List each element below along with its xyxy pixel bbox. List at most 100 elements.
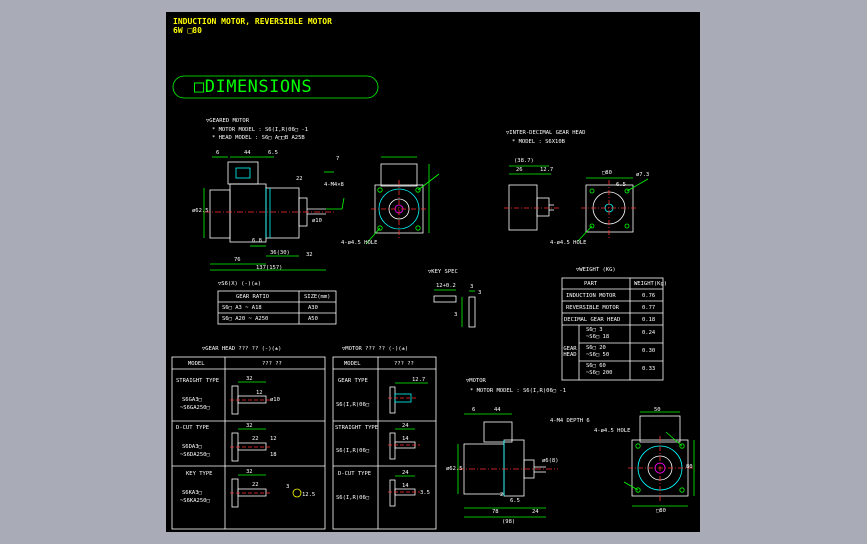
decimal-head-dim: 6.5 (616, 182, 626, 188)
gear-head-type-model: ~S6DA250□ (180, 452, 210, 458)
decimal-head-dim: 12.7 (540, 167, 554, 173)
weight-value: 0.77 (642, 305, 656, 311)
gear-ratio-table-grid (217, 290, 337, 325)
weight-value: 0.30 (642, 348, 656, 354)
motor-type-model: S6(I,R)06□ (336, 448, 370, 454)
weight-gear-model: S6□ 3 (586, 327, 603, 333)
gear-head-type-col-shape: ??? ?? (262, 361, 282, 367)
key-spec-dim: 3 (470, 284, 474, 290)
geared-motor-drawing (203, 156, 345, 271)
motor-side-view (457, 413, 558, 518)
weight-gear-model: ~S6□ 50 (586, 352, 610, 358)
motor-dim: ø62.5 (446, 466, 463, 472)
gear-head-type-dim: 12 (270, 436, 277, 442)
gear-size-col: SIZE(mm) (304, 294, 331, 300)
motor-type-dim: 14 (402, 483, 409, 489)
cad-drawing (171, 75, 695, 530)
motor-type-name: GEAR TYPE (338, 378, 368, 384)
weight-table-grid (561, 277, 664, 381)
motor-type-dim: 14 (402, 436, 409, 442)
weight-gear-model: S6□ 60 (586, 363, 606, 369)
weight-value: 0.76 (642, 293, 656, 299)
motor-type-dim: 3.5 (420, 490, 430, 496)
decimal-gear-head-drawing (504, 165, 649, 242)
gear-head-type-dim: 22 (252, 436, 259, 442)
geared-motor-dim: ø10 (312, 218, 322, 224)
motor-type-dim: 24 (402, 470, 409, 476)
gear-head-type-model: S6KA3□ (182, 490, 202, 496)
motor-dim: ø6(8) (542, 458, 559, 464)
gear-head-type-sketches (230, 381, 302, 508)
gear-head-type-table-grid (171, 356, 326, 530)
cad-drawing-sheet: INDUCTION MOTOR, REVERSIBLE MOTOR 6W □80… (166, 12, 700, 532)
motor-type-dim: 12.7 (412, 377, 426, 383)
header-line-1: INDUCTION MOTOR, REVERSIBLE MOTOR (173, 17, 332, 26)
gear-ratio-value: S6□ A3 ~ A18 (222, 305, 262, 311)
decimal-head-title: ▽INTER-DECIMAL GEAR HEAD (506, 130, 586, 136)
geared-motor-dim: 7 (336, 156, 340, 162)
weight-gear-head-label: GEAR HEAD (563, 346, 577, 358)
weight-title: ▽WEIGHT (KG) (576, 267, 616, 273)
gear-head-type-model: S6DA3□ (182, 444, 202, 450)
motor-dim: 50 (654, 407, 661, 413)
motor-type-dim: 24 (402, 423, 409, 429)
decimal-head-dim: ø7.3 (636, 172, 650, 178)
geared-motor-head-model: * HEAD MODEL : S6□ A□□B A25B (212, 135, 305, 141)
gear-head-type-model: S6GA3□ (182, 397, 202, 403)
gear-head-type-name: D-CUT TYPE (176, 425, 210, 431)
weight-value: 0.24 (642, 330, 656, 336)
decimal-head-model: * MODEL : S6X10B (512, 139, 565, 145)
gear-size-value: A50 (308, 316, 318, 322)
gear-head-type-dim: 32 (246, 469, 253, 475)
decimal-head-dim: (38.7) (514, 158, 534, 164)
motor-model: * MOTOR MODEL : S6(I,R)06□ -1 (470, 388, 567, 394)
gear-head-type-dim: 12 (256, 390, 263, 396)
geared-motor-dim: 6.8 (252, 238, 262, 244)
decimal-head-dim: 4-ø4.5 HOLE (550, 240, 587, 246)
gear-ratio-col: GEAR RATIO (236, 294, 270, 300)
gear-head-type-dim: 32 (246, 423, 253, 429)
key-spec-dim: 12+0.2 (436, 283, 456, 289)
motor-title: ▽MOTOR (466, 378, 486, 384)
geared-motor-dim: 6.5 (268, 150, 278, 156)
gear-head-type-dim: 32 (246, 376, 253, 382)
motor-type-name: STRAIGHT TYPE (335, 425, 379, 431)
motor-dim: 4-ø4.5 HOLE (594, 428, 631, 434)
geared-motor-dim: 6 (216, 150, 220, 156)
motor-dim: 6 (472, 407, 476, 413)
gear-head-type-col-model: MODEL (188, 361, 205, 367)
gear-head-type-model: ~S6GA250□ (180, 405, 210, 411)
weight-col-part: PART (584, 281, 598, 287)
motor-front-view (623, 411, 695, 507)
gear-ratio-value: S6□ A20 ~ A250 (222, 316, 269, 322)
key-spec-drawing (433, 289, 476, 328)
geared-motor-dim: 22 (296, 176, 303, 182)
geared-motor-dim: 44 (244, 150, 251, 156)
motor-type-model: S6(I,R)06□ (336, 495, 370, 501)
key-spec-dim: 3 (454, 312, 458, 318)
motor-dim: 4-M4 DEPTH 6 (550, 418, 590, 424)
weight-value: 0.33 (642, 366, 656, 372)
motor-dim: 2 (500, 492, 504, 498)
header-line-2: 6W □80 (173, 26, 202, 35)
geared-motor-front-view (365, 156, 440, 245)
weight-part: DECIMAL GEAR HEAD (564, 317, 621, 323)
gear-head-type-dim: 3 (286, 484, 290, 490)
geared-motor-motor-model: * MOTOR MODEL : S6(I,R)06□ -1 (212, 127, 309, 133)
gear-head-type-dim: 12.5 (302, 492, 316, 498)
motor-dim: 6.5 (510, 498, 520, 504)
weight-value: 0.18 (642, 317, 656, 323)
motor-type-title: ▽MOTOR ??? ?? (-)(±) (342, 346, 409, 352)
gear-head-type-name: KEY TYPE (186, 471, 213, 477)
key-spec-dim: 3 (478, 290, 482, 296)
gear-ratio-title: ▽S6(X) (-)(±) (218, 281, 262, 287)
key-spec-title: ▽KEY SPEC (428, 269, 458, 275)
geared-motor-dim: 4-M4×8 (324, 182, 344, 188)
gear-size-value: A30 (308, 305, 318, 311)
gear-head-type-model: ~S6KA250□ (180, 498, 210, 504)
geared-motor-dim: 137(157) (256, 265, 283, 271)
motor-type-table-grid (332, 356, 437, 530)
gear-head-type-dim: 18 (270, 452, 277, 458)
weight-part: REVERSIBLE MOTOR (566, 305, 619, 311)
gear-head-type-dim: 22 (252, 482, 259, 488)
